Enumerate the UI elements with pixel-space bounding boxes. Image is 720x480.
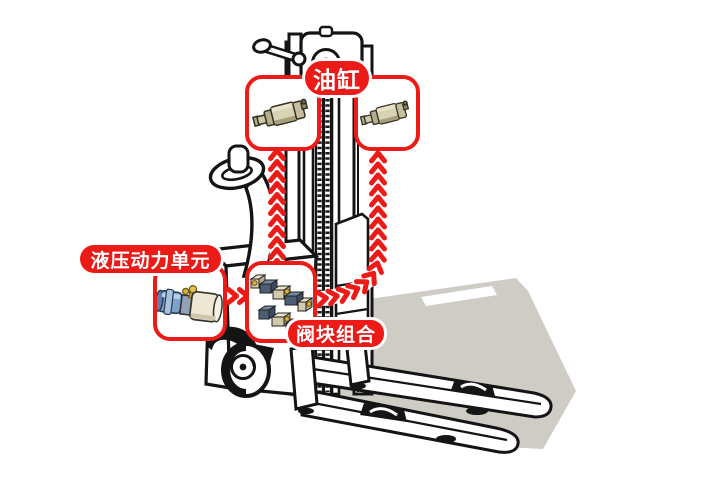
cylinder-right-panel: [354, 75, 420, 151]
fork-heel-plate: [345, 343, 371, 387]
flow-chevron: [369, 183, 387, 197]
tiller-knob: [227, 144, 250, 174]
label-valve-block: 阀块组合: [288, 320, 384, 347]
flow-chevron: [369, 172, 387, 186]
flow-chevron: [268, 236, 286, 249]
forks: [289, 343, 553, 454]
flow-chevron: [345, 283, 361, 301]
label-cylinder: 油缸: [305, 61, 369, 95]
flow-chevron: [369, 205, 387, 219]
flow-chevron: [368, 249, 387, 263]
fork-wheel: [436, 435, 456, 443]
flow-chevron: [361, 270, 377, 287]
flow-chevron: [369, 227, 387, 241]
lower-fork: [300, 387, 520, 454]
flow-chevron: [353, 279, 370, 295]
valve-block-row: [249, 274, 313, 312]
flow-chevron: [369, 150, 387, 164]
flow-chevron: [369, 194, 387, 208]
flow-chevron: [325, 288, 340, 307]
flow-chevron: [268, 159, 286, 172]
flow-chevron: [226, 287, 239, 305]
flow-chevron: [268, 203, 286, 216]
flow-chevron: [268, 181, 286, 194]
flow-chevron: [268, 225, 286, 238]
fork-roller-window: [360, 403, 407, 422]
hydraulic-cylinder-icon: [359, 100, 410, 126]
hydraulic-cylinder-icon: [252, 98, 309, 128]
flow-chevron: [268, 192, 286, 205]
fork-roller-window: [451, 379, 495, 396]
flow-chevron: [369, 161, 387, 175]
power-unit-panel: [153, 263, 227, 341]
flow-chevron: [369, 216, 387, 230]
tiller-lever: [252, 38, 307, 67]
flow-arrow-right: [309, 143, 387, 308]
hydraulic-power-unit-icon: [157, 285, 223, 323]
carriage-bracket: [289, 343, 319, 411]
flow-chevron: [268, 247, 286, 260]
flow-chevron: [369, 238, 387, 252]
flow-chevron: [315, 289, 329, 308]
label-power-unit: 液压动力单元: [80, 245, 221, 273]
flow-chevron: [268, 170, 286, 183]
flow-chevron: [366, 260, 384, 275]
fork-wheel: [466, 407, 488, 415]
flow-arrow-left: [268, 143, 286, 278]
fork-wheel: [298, 407, 314, 415]
tiller-arm: [208, 144, 277, 278]
caster-wheel: [206, 326, 274, 398]
flow-chevron: [335, 286, 351, 304]
flow-chevron: [268, 214, 286, 227]
